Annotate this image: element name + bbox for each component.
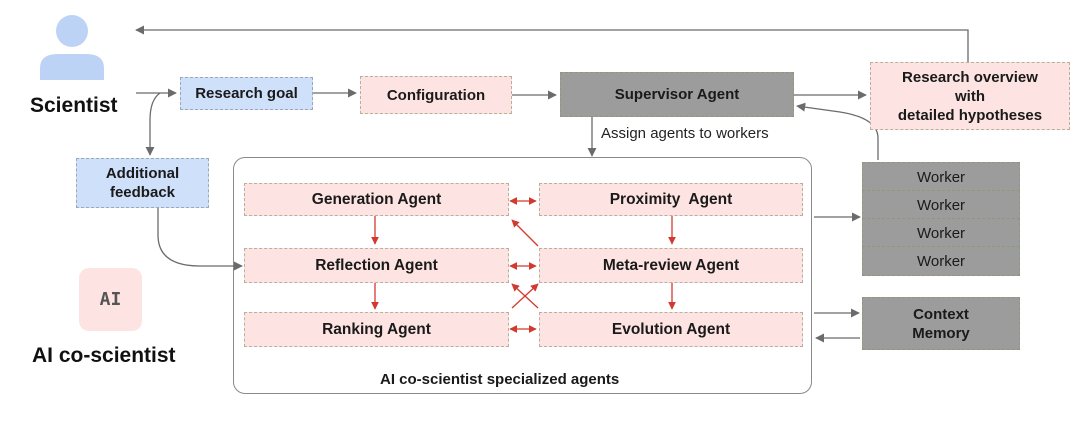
edge-workers-to-supervisor (796, 102, 879, 160)
person-icon (40, 15, 104, 80)
worker-node-4: Worker (862, 246, 1020, 276)
additional-feedback-node: Additional feedback (76, 158, 209, 208)
edge-feedback-to-reflection (157, 208, 243, 271)
proximity-agent-node: Proximity Agent (539, 183, 803, 216)
ranking-agent-node: Ranking Agent (244, 312, 509, 347)
feedback-line-1: Additional (105, 165, 180, 182)
research-goal-node: Research goal (180, 77, 313, 110)
scientist-label: Scientist (30, 94, 118, 117)
memory-line-1: Context (913, 305, 969, 323)
assign-label: Assign agents to workers (601, 125, 769, 142)
ai-badge-icon: AI (79, 268, 142, 331)
worker-node-3: Worker (862, 218, 1020, 248)
reflection-agent-node: Reflection Agent (244, 248, 509, 283)
memory-line-2: Memory (912, 324, 970, 342)
generation-agent-node: Generation Agent (244, 183, 509, 216)
evolution-agent-node: Evolution Agent (539, 312, 803, 347)
overview-line-1: Research overview (902, 68, 1038, 86)
configuration-node: Configuration (360, 76, 512, 114)
overview-line-2: with (955, 87, 985, 105)
meta-review-agent-node: Meta-review Agent (539, 248, 803, 283)
overview-line-3: detailed hypotheses (897, 106, 1043, 124)
edge-overview-to-scientist (135, 25, 969, 62)
edge-scientist-to-feedback (145, 92, 161, 156)
feedback-line-2: feedback (109, 184, 176, 201)
context-memory-node: Context Memory (862, 297, 1020, 350)
supervisor-agent-node: Supervisor Agent (560, 72, 794, 117)
ai-co-scientist-label: AI co-scientist (32, 344, 176, 367)
container-label: AI co-scientist specialized agents (380, 371, 620, 388)
research-overview-node: Research overview with detailed hypothes… (870, 62, 1070, 130)
worker-node-1: Worker (862, 162, 1020, 192)
worker-node-2: Worker (862, 190, 1020, 220)
